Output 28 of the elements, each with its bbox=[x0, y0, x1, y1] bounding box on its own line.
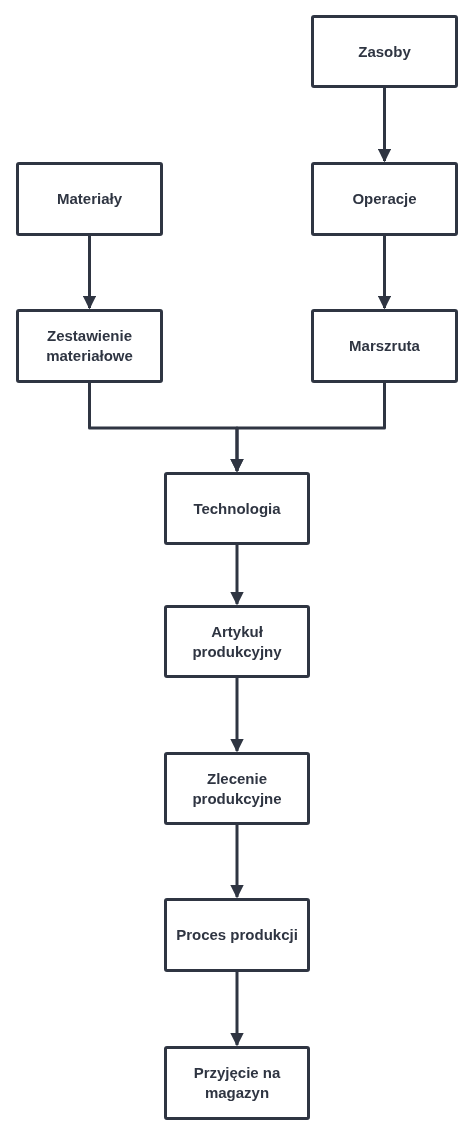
box-label: Proces produkcji bbox=[176, 925, 298, 945]
process-box bbox=[16, 162, 163, 236]
process-box bbox=[164, 605, 310, 678]
box-label: Zestawienie materiałowe bbox=[45, 326, 134, 366]
process-box bbox=[164, 898, 310, 972]
arrow bbox=[230, 972, 244, 1047]
process-box bbox=[311, 162, 458, 236]
arrow bbox=[377, 236, 392, 310]
box-label: Zasoby bbox=[358, 41, 411, 62]
process-box bbox=[164, 752, 310, 825]
process-box bbox=[311, 15, 458, 88]
arrow bbox=[230, 383, 386, 473]
process-box bbox=[16, 309, 163, 383]
arrow bbox=[82, 236, 97, 310]
box-label: Zlecenie produkcyjne bbox=[191, 768, 283, 809]
process-box bbox=[311, 309, 458, 383]
arrow bbox=[230, 545, 244, 606]
arrow bbox=[230, 825, 244, 899]
box-label: Artykuł produkcyjny bbox=[191, 621, 283, 662]
box-label: Przyjęcie na magazyn bbox=[192, 1063, 282, 1103]
box-label: Marszruta bbox=[349, 336, 420, 356]
arrow bbox=[377, 88, 392, 163]
arrow bbox=[230, 678, 244, 753]
process-box bbox=[164, 1046, 310, 1120]
box-label: Technologia bbox=[193, 498, 281, 519]
box-label: Operacje bbox=[352, 189, 417, 209]
process-box bbox=[164, 472, 310, 545]
box-label: Materiały bbox=[56, 189, 122, 209]
